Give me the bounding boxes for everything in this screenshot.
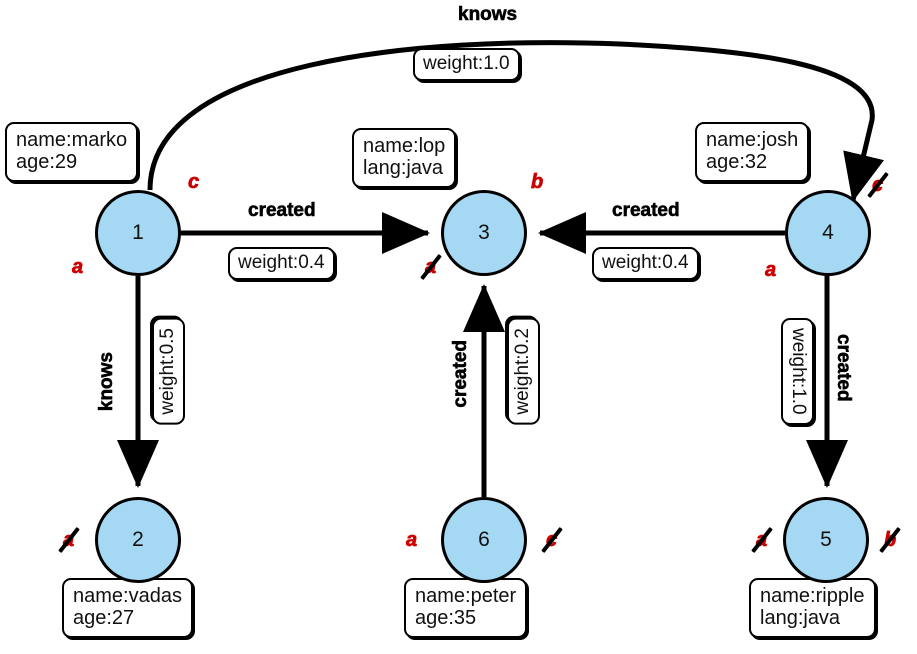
property-line: name:ripple (760, 585, 865, 607)
graph-node-1[interactable]: 1 (95, 190, 181, 276)
node-label: 3 (478, 221, 490, 244)
edge-label-created-6-3: created (450, 340, 472, 408)
property-line: name:peter (415, 585, 517, 607)
edge-knows-1-4[interactable] (147, 40, 885, 202)
property-line: name:vadas (73, 585, 182, 607)
edge-label-created-4-5: created (833, 334, 855, 402)
property-box-lop: name:lop lang:java (352, 128, 457, 188)
graph-node-6[interactable]: 6 (441, 497, 527, 583)
property-line: lang:java (760, 607, 841, 630)
annotation-marker-node4-c: c (872, 174, 884, 196)
annotation-marker-node1-a: a (72, 256, 84, 278)
annotation-marker-node5-b: b (884, 529, 897, 551)
property-box-ripple: name:ripple lang:java (749, 578, 876, 638)
edge-label-knows-1-2: knows (96, 352, 118, 412)
annotation-marker-node5-a: a (756, 529, 768, 551)
annotation-marker-node6-a: a (406, 529, 418, 551)
property-box-josh: name:josh age:32 (695, 122, 810, 182)
node-label: 6 (478, 528, 490, 551)
annotation-marker-node3-b: b (531, 171, 544, 193)
property-line: age:35 (415, 607, 477, 630)
property-line: age:29 (16, 151, 78, 174)
weight-box-knows-top: weight:1.0 (413, 48, 520, 81)
property-box-peter: name:peter age:35 (404, 578, 528, 638)
node-label: 4 (822, 221, 834, 244)
property-line: age:27 (73, 607, 135, 630)
node-label: 1 (132, 221, 144, 244)
property-box-vadas: name:vadas age:27 (62, 578, 193, 638)
weight-box-created-4-3: weight:0.4 (592, 247, 699, 280)
graph-node-3[interactable]: 3 (441, 190, 527, 276)
weight-box-created-4-5: weight:1.0 (781, 318, 814, 425)
weight-box-created-6-3: weight:0.2 (507, 318, 540, 425)
property-line: name:marko (16, 129, 128, 151)
annotation-marker-node2-a: a (63, 529, 75, 551)
graph-node-4[interactable]: 4 (785, 190, 871, 276)
edge-label-created-4-3: created (612, 200, 680, 222)
annotation-marker-node6-c: c (546, 529, 558, 551)
property-line: name:josh (706, 129, 799, 151)
property-line: age:32 (706, 151, 768, 174)
annotation-marker-node4-a: a (765, 259, 777, 281)
edge-label-created-1-3: created (248, 200, 316, 222)
annotation-marker-node1-c: c (188, 171, 200, 193)
edge-label-knows-top: knows (458, 4, 518, 26)
node-label: 2 (132, 528, 144, 551)
node-label: 5 (820, 528, 832, 551)
annotation-marker-node3-a: a (425, 256, 437, 278)
weight-box-created-1-3: weight:0.4 (228, 247, 335, 280)
property-box-marko: name:marko age:29 (5, 122, 139, 182)
weight-box-knows-1-2: weight:0.5 (152, 318, 185, 425)
graph-node-5[interactable]: 5 (783, 497, 869, 583)
graph-node-2[interactable]: 2 (95, 497, 181, 583)
property-line: lang:java (363, 157, 444, 180)
property-line: name:lop (363, 135, 446, 157)
